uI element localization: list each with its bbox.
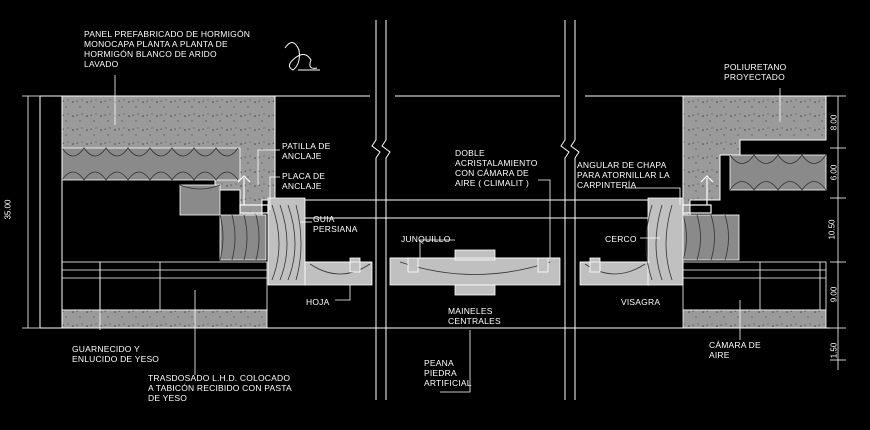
label-panel: PANEL PREFABRICADO DE HORMIGÓN MONOCAPA … — [84, 29, 251, 69]
label-camara: CÁMARA DE AIRE — [709, 340, 761, 360]
label-maineles: MAINELES CENTRALES — [448, 306, 501, 326]
outlines — [39, 95, 830, 329]
label-guarnecido: GUARNECIDO Y ENLUCIDO DE YESO — [72, 344, 160, 364]
plaster-strip-right — [682, 309, 827, 329]
insulation-right — [682, 154, 827, 261]
dim-5: 1.50 — [829, 342, 839, 359]
signature-mark — [284, 42, 320, 71]
label-hoja: HOJA — [306, 297, 330, 307]
label-angular: ANGULAR DE CHAPA PARA ATORNILLAR LA CARP… — [577, 160, 670, 190]
glazing — [305, 257, 650, 263]
dim-1: 8.00 — [829, 114, 839, 131]
label-patilla: PATILLA DE ANCLAJE — [282, 141, 331, 161]
dimension-lines — [22, 95, 846, 370]
leader-lines — [99, 75, 781, 393]
label-peana: PEANA PIEDRA ARTIFICIAL — [424, 358, 472, 388]
label-visagra: VISAGRA — [621, 297, 661, 307]
label-doble: DOBLE ACRISTALAMIENTO CON CÁMARA DE AIRE… — [455, 148, 538, 188]
break-lines — [371, 20, 580, 400]
dim-3: 10.50 — [827, 219, 837, 240]
window-frames — [267, 197, 684, 296]
label-guia: GUIA PERSIANA — [313, 214, 358, 234]
dim-total: 35.00 — [3, 199, 13, 220]
insulation-left — [61, 147, 267, 261]
label-cerco: CERCO — [605, 234, 637, 244]
label-trasdosado: TRASDOSADO L.H.D. COLOCADO A TABICÓN REC… — [148, 373, 292, 403]
label-placa: PLACA DE ANCLAJE — [282, 171, 326, 191]
plaster-strip-left — [61, 309, 268, 329]
anchors — [237, 175, 714, 214]
dim-4: 9.00 — [829, 286, 839, 303]
dim-2: 6.00 — [829, 164, 839, 181]
label-poliuretano: POLIURETANO PROYECTADO — [724, 62, 787, 82]
label-junquillo: JUNQUILLO — [401, 234, 451, 244]
